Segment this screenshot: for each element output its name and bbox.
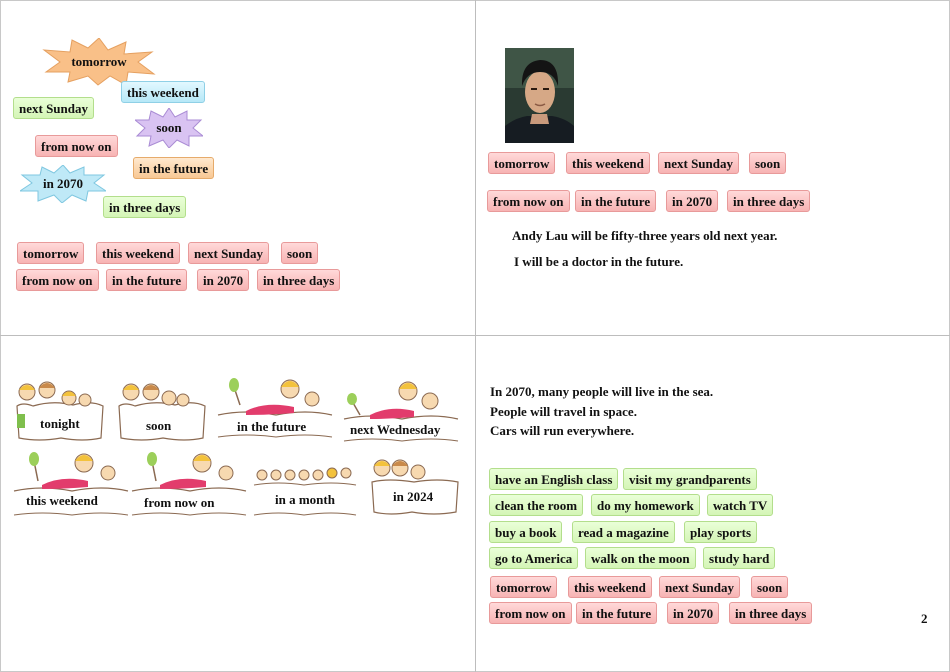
row-tag-in-the-future: in the future <box>106 269 188 291</box>
q2-tag-in-the-future: in the future <box>575 190 657 212</box>
kid-card-this-weekend: this weekend <box>12 451 130 519</box>
example-sentence-2: I will be a doctor in the future. <box>514 254 684 269</box>
phrase-have-an-english-class: have an English class <box>489 468 619 490</box>
phrase-go-to-america: go to America <box>489 547 579 569</box>
kid-card-from-now-on: from now on <box>130 451 248 519</box>
q4-tag-this-weekend: this weekend <box>568 576 652 598</box>
q2-tag-soon: soon <box>749 152 787 174</box>
q2-tag-this-weekend: this weekend <box>566 152 650 174</box>
kids-lying-illustration <box>131 452 247 516</box>
row-tag-in-2070: in 2070 <box>197 269 250 291</box>
tag-in-the-future: in the future <box>133 157 215 179</box>
burst-shape <box>42 37 156 86</box>
kids-lying-illustration <box>13 452 129 516</box>
future-line-1: In 2070, many people will live in the se… <box>490 384 714 399</box>
vertical-divider <box>475 0 476 672</box>
card-label: in 2024 <box>393 489 434 504</box>
kids-banner-illustration <box>118 383 206 441</box>
burst-tomorrow: tomorrow <box>42 37 156 86</box>
future-line-2: People will travel in space. <box>490 404 637 419</box>
burst-label: soon <box>156 120 182 135</box>
q4-tag-in-the-future: in the future <box>576 602 658 624</box>
phrase-visit-my-grandparents: visit my grandparents <box>623 468 757 490</box>
q4-tag-tomorrow: tomorrow <box>490 576 558 598</box>
kids-banner-illustration <box>371 459 459 515</box>
card-label: in the future <box>237 419 307 434</box>
phrase-watch-tv: watch TV <box>707 494 774 516</box>
kids-lying-illustration <box>343 381 459 442</box>
kid-card-in-a-month: in a month <box>252 463 358 519</box>
tag-in-three-days: in three days <box>103 196 187 218</box>
q4-tag-from-now-on: from now on <box>489 602 572 624</box>
kid-card-next-wednesday: next Wednesday <box>342 377 460 445</box>
row-tag-from-now-on: from now on <box>16 269 99 291</box>
row-tag-in-three-days: in three days <box>257 269 341 291</box>
horizontal-divider <box>0 335 950 336</box>
q2-tag-tomorrow: tomorrow <box>488 152 556 174</box>
tag-from-now-on: from now on <box>35 135 118 157</box>
kids-row-illustration <box>253 467 357 516</box>
row-tag-tomorrow: tomorrow <box>17 242 85 264</box>
phrase-walk-on-the-moon: walk on the moon <box>585 547 696 569</box>
tag-this-weekend: this weekend <box>121 81 205 103</box>
card-label: from now on <box>144 495 215 510</box>
burst-label: in 2070 <box>42 176 84 191</box>
burst-soon: soon <box>133 107 205 149</box>
q4-tag-in-2070: in 2070 <box>667 602 720 624</box>
q2-tag-next-sunday: next Sunday <box>658 152 739 174</box>
phrase-study-hard: study hard <box>703 547 776 569</box>
portrait-image <box>505 48 574 143</box>
q4-tag-in-three-days: in three days <box>729 602 813 624</box>
kids-lying-illustration <box>217 378 333 438</box>
tag-next-sunday: next Sunday <box>13 97 94 119</box>
page-number: 2 <box>921 611 928 626</box>
burst-label: tomorrow <box>71 54 127 69</box>
kid-card-in-2024: in 2024 <box>368 456 460 518</box>
example-sentence-1: Andy Lau will be fifty-three years old n… <box>512 228 778 243</box>
kid-card-in-the-future: in the future <box>216 375 334 443</box>
kid-card-tonight: tonight <box>13 378 105 443</box>
q2-tag-in-2070: in 2070 <box>666 190 719 212</box>
phrase-do-my-homework: do my homework <box>591 494 700 516</box>
q2-tag-from-now-on: from now on <box>487 190 570 212</box>
card-label: next Wednesday <box>350 422 441 437</box>
kids-banner-illustration <box>16 381 104 441</box>
card-label: tonight <box>40 416 80 431</box>
portrait-photo <box>505 48 574 143</box>
phrase-play-sports: play sports <box>684 521 758 543</box>
q4-tag-soon: soon <box>751 576 789 598</box>
card-label: soon <box>146 418 172 433</box>
row-tag-next-sunday: next Sunday <box>188 242 269 264</box>
row-tag-this-weekend: this weekend <box>96 242 180 264</box>
card-label: this weekend <box>26 493 98 508</box>
card-label: in a month <box>275 492 335 507</box>
q4-tag-next-sunday: next Sunday <box>659 576 740 598</box>
burst-in-2070: in 2070 <box>18 164 108 204</box>
row-tag-soon: soon <box>281 242 319 264</box>
q2-tag-in-three-days: in three days <box>727 190 811 212</box>
phrase-read-a-magazine: read a magazine <box>572 521 675 543</box>
phrase-buy-a-book: buy a book <box>489 521 563 543</box>
future-line-3: Cars will run everywhere. <box>490 423 635 438</box>
phrase-clean-the-room: clean the room <box>489 494 584 516</box>
kid-card-soon: soon <box>115 378 207 443</box>
